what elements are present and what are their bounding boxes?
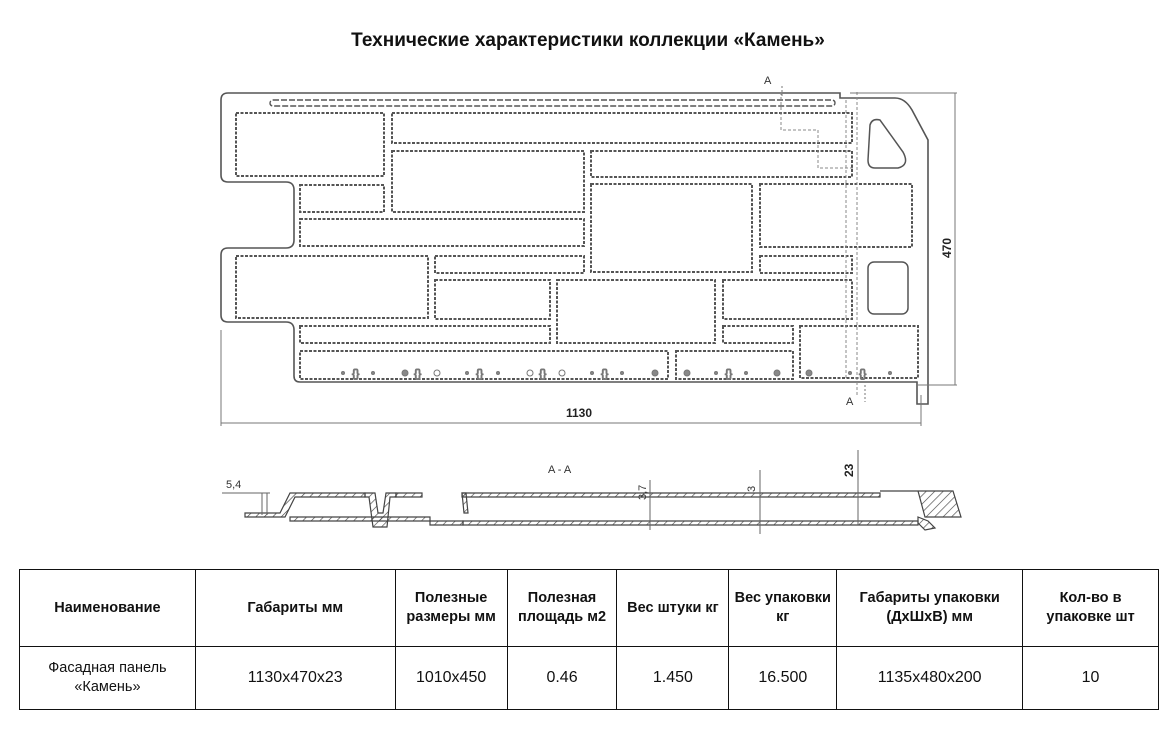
stone-block xyxy=(799,325,919,379)
nail-slot-strip xyxy=(269,99,836,107)
svg-text:{}: {} xyxy=(352,368,360,380)
cell-package-dimensions: 1135x480x200 xyxy=(836,646,1024,710)
stone-block xyxy=(675,350,794,380)
stone-block xyxy=(391,150,585,213)
column-header: Полезная площадь м2 xyxy=(506,569,618,647)
page-title: Технические характеристики коллекции «Ка… xyxy=(351,30,825,51)
stone-block xyxy=(299,184,385,213)
svg-text:{}: {} xyxy=(539,368,547,380)
svg-text:{}: {} xyxy=(859,368,867,380)
svg-text:{}: {} xyxy=(414,368,422,380)
cell-name: Фасадная панель «Камень» xyxy=(19,646,196,710)
column-header: Габариты упаковки (ДхШхВ) мм xyxy=(836,569,1024,647)
stone-block xyxy=(556,279,716,344)
stone-block xyxy=(299,218,585,247)
column-header: Полезные размеры мм xyxy=(394,569,508,647)
stone-block xyxy=(235,255,429,319)
depth-dimension: 23 xyxy=(842,463,856,477)
section-marker-top: A xyxy=(764,75,772,87)
hidden-lines xyxy=(780,92,858,395)
table-header-row: Наименование Габариты мм Полезные размер… xyxy=(19,569,1159,647)
section-marker-bottom: A xyxy=(846,396,854,408)
stone-blocks xyxy=(235,112,919,380)
stone-block xyxy=(590,150,853,178)
rib-dimension: 3,7 xyxy=(637,485,649,500)
side-cutouts xyxy=(867,118,909,315)
lip-dimension: 5,4 xyxy=(226,479,241,491)
fastener-marks: {} {} {} {} {} {} {} xyxy=(341,368,892,381)
section-profile xyxy=(244,490,962,531)
cell-package-weight: 16.500 xyxy=(728,646,838,710)
svg-text:{}: {} xyxy=(476,368,484,380)
height-dimension: 470 xyxy=(940,238,954,258)
stone-block xyxy=(299,350,669,380)
cell-piece-weight: 1.450 xyxy=(616,646,730,710)
stone-block xyxy=(235,112,385,177)
stone-block xyxy=(759,183,913,248)
stone-block xyxy=(722,279,853,320)
stone-block xyxy=(722,325,794,344)
column-header: Наименование xyxy=(19,569,196,647)
stone-block xyxy=(299,325,551,344)
width-dimension: 1130 xyxy=(566,406,592,420)
panel-outline xyxy=(220,92,929,405)
cell-useful-dimensions: 1010x450 xyxy=(394,646,508,710)
wall-dimension: 3 xyxy=(746,486,758,492)
specifications-table: Наименование Габариты мм Полезные размер… xyxy=(19,569,1159,710)
stone-block xyxy=(434,279,551,320)
column-header: Вес штуки кг xyxy=(616,569,730,647)
cell-dimensions: 1130x470x23 xyxy=(194,646,396,710)
svg-text:{}: {} xyxy=(601,368,609,380)
section-label: A - A xyxy=(548,464,572,476)
section-dimension-lines xyxy=(222,450,859,534)
stone-block xyxy=(391,112,853,144)
stone-block xyxy=(434,255,585,274)
cell-quantity: 10 xyxy=(1022,646,1159,710)
panel-technical-drawing: {} {} {} {} {} {} {} 1130 470 A A A - A xyxy=(220,75,962,534)
table-row: Фасадная панель «Камень» 1130x470x23 101… xyxy=(19,646,1159,710)
stone-block xyxy=(590,183,753,273)
cell-useful-area: 0.46 xyxy=(506,646,618,710)
column-header: Габариты мм xyxy=(194,569,396,647)
dimension-lines xyxy=(220,86,957,426)
stone-block xyxy=(759,255,853,274)
column-header: Вес упаковки кг xyxy=(728,569,838,647)
column-header: Кол-во в упаковке шт xyxy=(1022,569,1159,647)
svg-text:{}: {} xyxy=(725,368,733,380)
